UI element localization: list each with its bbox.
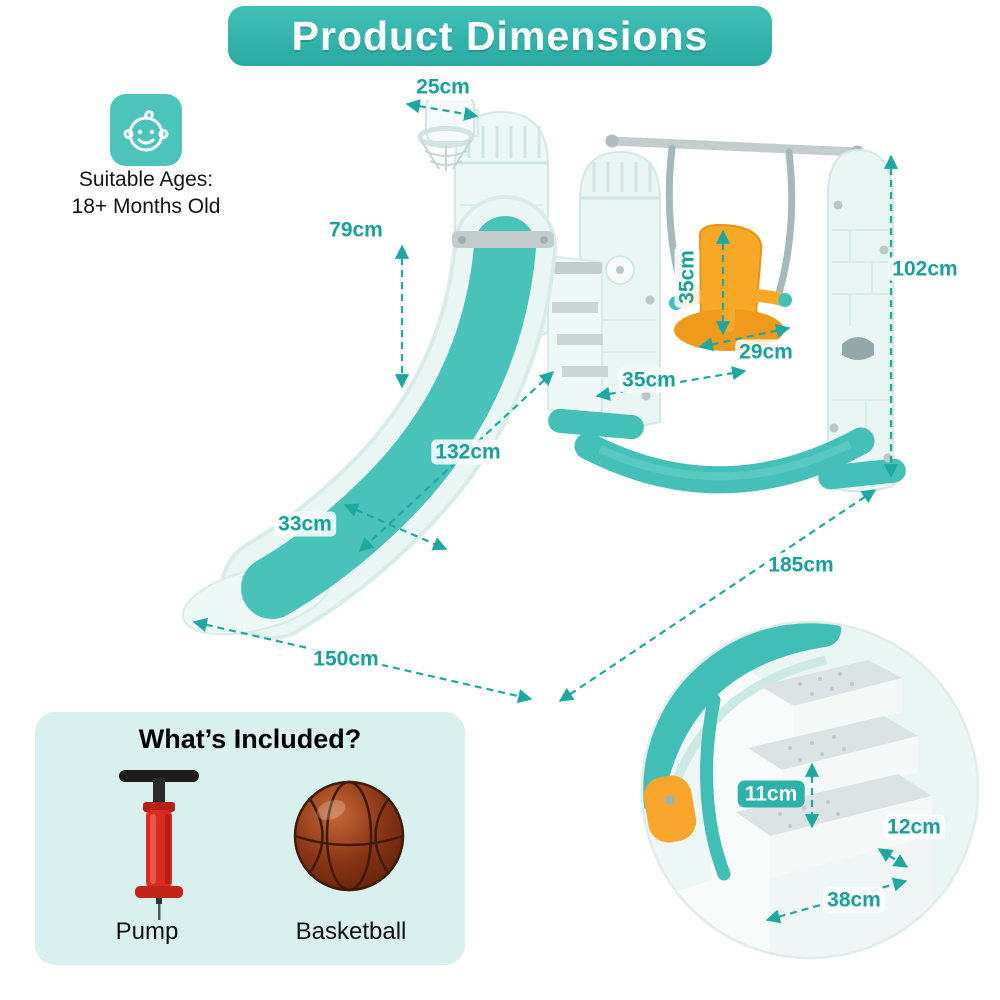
slide-platform — [452, 231, 554, 248]
pump-label: Pump — [115, 918, 179, 945]
included-title: What’s Included? — [138, 724, 362, 754]
dim-step-height: 11cm — [737, 780, 805, 808]
stairs-detail-inset — [640, 620, 980, 960]
base-frame — [574, 427, 875, 494]
dim-slide-height: 79cm — [325, 217, 387, 243]
basketball-icon — [293, 780, 405, 892]
basketball-label: Basketball — [295, 918, 407, 945]
page-title: Product Dimensions — [291, 12, 709, 59]
header-banner: Product Dimensions — [228, 6, 772, 66]
dim-seat-height: 35cm — [674, 246, 700, 308]
dim-step-depth: 12cm — [883, 814, 945, 840]
swing-beam — [605, 134, 864, 159]
dim-hoop-width: 25cm — [412, 74, 474, 100]
dim-total-width: 150cm — [309, 646, 383, 672]
ages-line2: 18+ Months Old — [71, 195, 221, 218]
dim-total-depth: 185cm — [764, 552, 838, 578]
ages-line1: Suitable Ages: — [78, 168, 214, 191]
dim-total-height: 102cm — [888, 256, 962, 282]
dim-slide-width: 33cm — [274, 511, 336, 537]
right-panel — [818, 148, 906, 493]
dim-step-width: 38cm — [823, 887, 885, 913]
pump-icon — [119, 770, 199, 920]
dim-seat-front: 29cm — [735, 339, 797, 365]
staircase — [546, 254, 644, 440]
baby-icon — [110, 94, 182, 166]
dim-slide-length: 132cm — [431, 439, 505, 465]
dim-seat-width: 35cm — [618, 367, 680, 393]
included-panel: What’s Included? Pump Basketball — [35, 712, 465, 965]
suitable-ages-text: Suitable Ages: 18+ Months Old — [28, 166, 264, 220]
